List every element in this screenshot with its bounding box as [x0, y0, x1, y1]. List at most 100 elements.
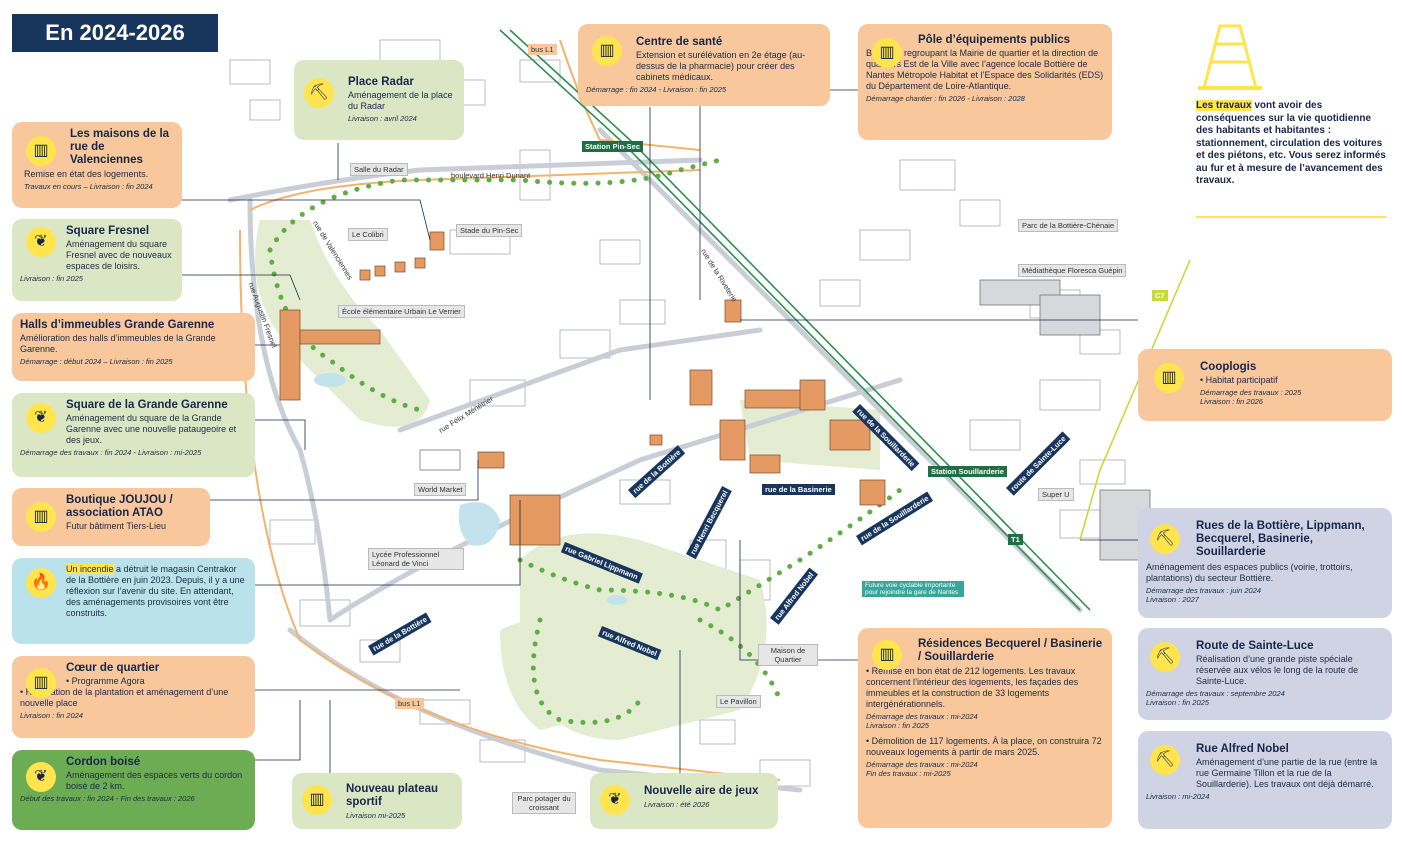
card-meta-4: Fin des travaux : mi-2025 — [866, 768, 951, 778]
map-label-le-colibri: Le Colibri — [348, 228, 388, 241]
map-label-bus-l1: bus L1 — [528, 44, 557, 55]
card-square-grande-garenne[interactable]: ❦ Square de la Grande Garenne Aménagemen… — [12, 393, 255, 477]
card-title: Nouveau plateau sportif — [346, 783, 439, 809]
card-meta: Livraison mi-2025 — [346, 811, 406, 821]
card-place-radar[interactable]: ⛏ Place Radar Aménagement de la place du… — [294, 60, 464, 140]
excavator-icon: ⛏ — [1150, 745, 1180, 775]
card-bullet-2: • Démolition de 117 logements. À la plac… — [866, 735, 1102, 757]
map-label-bd-henri-dunant: boulevard Henri Dunant — [451, 171, 531, 180]
card-aire-de-jeux[interactable]: ❦ Nouvelle aire de jeux Livraison : été … — [590, 773, 778, 829]
tree-icon: ❦ — [26, 403, 56, 433]
card-title: Nouvelle aire de jeux — [644, 785, 759, 797]
map-label-station-souillarderie: Station Souillarderie — [928, 466, 1007, 477]
card-desc: Aménagement du square Fresnel avec de no… — [66, 239, 172, 272]
tree-icon: ❦ — [26, 227, 56, 257]
card-maisons-valenciennes[interactable]: ▥ Les maisons de la rue de Valenciennes … — [12, 122, 182, 208]
building-icon: ▥ — [302, 785, 332, 815]
card-desc: Aménagement du square de la Grande Garen… — [66, 413, 237, 446]
card-route-sainte-luce[interactable]: ⛏ Route de Sainte-Luce Réalisation d’une… — [1138, 628, 1392, 720]
card-title: Centre de santé — [636, 36, 723, 48]
card-desc: Remise en état des logements. — [24, 168, 149, 179]
incendie-highlight: Un incendie — [66, 564, 114, 574]
map-label-t1: T1 — [1008, 534, 1023, 545]
card-desc: Aménagement d’une partie de la rue (entr… — [1196, 757, 1378, 790]
map-label-future-voie: Future voie cyclable importante pour rej… — [862, 581, 964, 597]
card-desc: Aménagement des espaces verts du cordon … — [66, 770, 243, 792]
card-cooplogis[interactable]: ▥ Cooplogis • Habitat participatif Démar… — [1138, 349, 1392, 421]
card-meta: Livraison : avril 2024 — [348, 114, 417, 124]
notice-text: vont avoir des conséquences sur la vie q… — [1196, 100, 1386, 186]
map-label-world-market: World Market — [414, 483, 467, 496]
cordon-boise-path — [267, 157, 903, 725]
card-title: Boutique JOUJOU / association ATAO — [66, 494, 173, 520]
card-pole-equipements[interactable]: ▥ Pôle d’équipements publics Bâtiment re… — [858, 24, 1112, 140]
card-meta-3: Démarrage des travaux : mi-2024 — [866, 759, 978, 769]
card-desc: Aménagement de la place du Radar — [348, 90, 453, 112]
card-meta-1: Démarrage des travaux : 2025 — [1200, 388, 1302, 398]
card-desc-wrap: Un incendie a détruit le magasin Centrak… — [66, 564, 247, 619]
map-label-mediatheque: Médiathèque Floresca Guépin — [1018, 264, 1127, 277]
card-meta: Livraison : fin 2024 — [20, 711, 83, 721]
tree-icon: ❦ — [26, 762, 56, 792]
card-plateau-sportif[interactable]: ▥ Nouveau plateau sportif Livraison mi-2… — [292, 773, 462, 829]
card-meta-2: Livraison : 2027 — [1146, 594, 1199, 604]
card-desc: Aménagement des espaces publics (voirie,… — [1146, 561, 1353, 583]
card-desc: Futur bâtiment Tiers-Lieu — [66, 521, 167, 532]
card-boutique-joujou[interactable]: ▥ Boutique JOUJOU / association ATAO Fut… — [12, 488, 210, 546]
project-buildings — [279, 231, 886, 546]
card-title: Pôle d’équipements publics — [918, 34, 1071, 46]
card-incendie[interactable]: 🔥 Un incendie a détruit le magasin Centr… — [12, 558, 255, 644]
lake — [458, 502, 500, 546]
card-title: Rues de la Bottière, Lippmann, Becquerel… — [1196, 520, 1365, 559]
card-meta: Démarrage chantier : fin 2026 - Livraiso… — [866, 94, 1025, 104]
building-icon: ▥ — [26, 136, 56, 166]
map-label-salle-radar: Salle du Radar — [350, 163, 408, 176]
card-centre-de-sante[interactable]: ▥ Centre de santé Extension et surélévat… — [578, 24, 830, 106]
card-meta: Démarrage : fin 2024 - Livraison : fin 2… — [586, 85, 727, 95]
card-residences[interactable]: ▥ Résidences Becquerel / Basinerie / Sou… — [858, 628, 1112, 828]
cycle-line-c7 — [1079, 259, 1191, 541]
card-title: Les maisons de la rue de Valenciennes — [70, 128, 170, 167]
map-label-ecole: École élémentaire Urbain Le Verrier — [338, 305, 465, 318]
card-meta-1: Démarrage des travaux : septembre 2024 — [1146, 689, 1285, 699]
map-label-lycee: Lycée Professionnel Léonard de Vinci — [368, 548, 464, 570]
building-icon: ▥ — [1154, 363, 1184, 393]
map-label-le-pavillon: Le Pavillon — [716, 695, 761, 708]
notice-highlight: Les travaux — [1196, 100, 1252, 111]
card-title: Résidences Becquerel / Basinerie / Souil… — [918, 638, 1103, 664]
page-title: En 2024-2026 — [12, 14, 218, 52]
card-coeur-de-quartier[interactable]: ▥ Cœur de quartier • Programme Agora • R… — [12, 656, 255, 738]
card-title: Cooplogis — [1200, 361, 1257, 373]
map-label-stade-pin-sec: Stade du Pin-Sec — [456, 224, 523, 237]
excavator-icon: ⛏ — [1150, 524, 1180, 554]
card-desc: a détruit le magasin Centrakor de la Bot… — [66, 564, 245, 618]
card-bullet-2: • Réalisation de la plantation et aménag… — [20, 687, 229, 709]
card-title: Halls d’immeubles Grande Garenne — [20, 319, 215, 331]
card-title: Square de la Grande Garenne — [66, 399, 228, 411]
card-meta: Début des travaux : fin 2024 - Fin des t… — [20, 794, 195, 804]
building-icon: ▥ — [872, 640, 902, 670]
building-icon: ▥ — [592, 36, 622, 66]
map-label-bus-l1-bottom: bus L1 — [395, 698, 424, 709]
card-rues-bottiere[interactable]: ⛏ Rues de la Bottière, Lippmann, Becquer… — [1138, 508, 1392, 618]
tree-icon: ❦ — [600, 785, 630, 815]
building-icon: ▥ — [872, 38, 902, 68]
card-cordon-boise[interactable]: ❦ Cordon boisé Aménagement des espaces v… — [12, 750, 255, 830]
card-meta-1: Démarrage des travaux : juin 2024 — [1146, 585, 1262, 595]
map-label-rue-basinerie: rue de la Basinerie — [762, 484, 835, 495]
card-meta: Livraison : fin 2025 — [20, 274, 83, 284]
card-halls-grande-garenne[interactable]: Halls d’immeubles Grande Garenne Amélior… — [12, 313, 255, 381]
card-desc: • Habitat participatif — [1200, 375, 1278, 386]
card-rue-alfred-nobel[interactable]: ⛏ Rue Alfred Nobel Aménagement d’une par… — [1138, 731, 1392, 829]
card-square-fresnel[interactable]: ❦ Square Fresnel Aménagement du square F… — [12, 219, 182, 301]
card-title: Route de Sainte-Luce — [1196, 640, 1314, 652]
map-label-station-pin-sec: Station Pin-Sec — [582, 141, 644, 152]
card-meta-1: Démarrage des travaux : mi-2024 — [866, 712, 978, 722]
notice-underline — [1196, 216, 1386, 218]
grey-structures — [419, 279, 1151, 561]
card-title: Cordon boisé — [66, 756, 141, 768]
small-pond — [607, 595, 627, 605]
card-desc: Réalisation d’une grande piste spéciale … — [1196, 654, 1359, 687]
card-desc: Amélioration des halls d’immeubles de la… — [20, 333, 216, 355]
card-meta: Démarrage des travaux : fin 2024 - Livra… — [20, 448, 202, 458]
